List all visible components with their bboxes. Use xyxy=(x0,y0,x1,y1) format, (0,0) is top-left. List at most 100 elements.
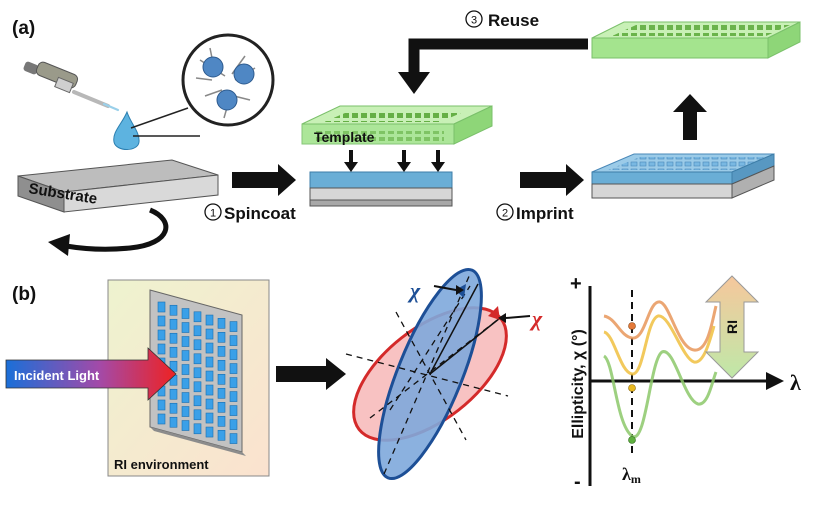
rotation-arrow-icon xyxy=(48,207,169,256)
output-arrow-icon xyxy=(276,358,346,390)
nanopillar xyxy=(181,420,190,431)
nanopillar xyxy=(217,402,226,413)
nanopillar xyxy=(193,423,202,435)
molecule-sphere xyxy=(216,89,238,111)
nanopillar xyxy=(217,360,226,371)
y-plus-label: + xyxy=(570,273,582,295)
pipette-icon xyxy=(23,61,120,112)
nanopillar xyxy=(181,406,190,417)
nanopillar xyxy=(217,416,226,427)
nanopillar xyxy=(157,329,166,341)
nanopillar xyxy=(217,346,226,357)
step-number-badge xyxy=(496,203,514,221)
nanopillar xyxy=(229,363,238,374)
chi-symbol-red: χ xyxy=(529,306,543,331)
chi-symbol-blue: χ xyxy=(407,278,421,303)
droplet-icon xyxy=(113,110,140,150)
nanopillar xyxy=(193,353,202,365)
reuse-arrow-icon xyxy=(398,38,588,94)
nanopillar xyxy=(205,412,214,424)
nanopillar xyxy=(181,336,190,347)
nanopillar xyxy=(157,315,166,327)
nanopillar xyxy=(229,335,238,346)
nanopillar xyxy=(169,304,178,316)
nanopillar xyxy=(217,374,226,385)
nanopillar xyxy=(217,430,226,441)
nanopillar xyxy=(193,339,202,351)
substrate-block xyxy=(17,159,219,213)
nanopillar xyxy=(157,343,166,355)
lift-arrow-icon xyxy=(673,94,707,140)
y-axis-label: Ellipticity, χ (°) xyxy=(570,329,587,439)
step-2-label: Imprint xyxy=(516,204,574,223)
nanopillar xyxy=(205,384,214,396)
curve-marker-yellow xyxy=(628,384,636,392)
nanopillar xyxy=(157,399,166,411)
template-label: Template xyxy=(314,129,375,145)
step-2-number: 2 xyxy=(502,208,508,220)
y-minus-label: - xyxy=(574,471,581,493)
nanopillar xyxy=(229,321,238,332)
nanopillar xyxy=(217,332,226,343)
lambda-m-sub: m xyxy=(631,472,641,486)
step-1-label: Spincoat xyxy=(224,204,296,223)
panel-b-label: (b) xyxy=(12,284,36,305)
lambda-m-label: λm xyxy=(622,464,641,486)
nanopillar xyxy=(169,402,178,414)
nanopillar xyxy=(205,398,214,410)
lambda-m-main: λ xyxy=(622,464,631,484)
step-arrow-icon xyxy=(232,164,296,196)
nanopillar xyxy=(169,318,178,330)
metasurface xyxy=(149,289,246,456)
nanopillar xyxy=(193,325,202,337)
nanopillar xyxy=(229,391,238,402)
curve-yellow xyxy=(603,314,716,376)
nanopillar xyxy=(193,409,202,421)
molecule-sphere xyxy=(233,63,255,85)
nanopillar xyxy=(229,419,238,430)
ellipticity-plot: + - Ellipticity, χ (°) λ λm xyxy=(570,273,801,493)
curve-orange xyxy=(603,300,718,352)
incident-light-arrow xyxy=(5,347,177,401)
nanopillar xyxy=(193,381,202,393)
nanopillar xyxy=(169,332,178,344)
imprinted-substrate xyxy=(591,153,775,199)
nanopillar xyxy=(193,311,202,323)
panel-a-label: (a) xyxy=(12,18,35,39)
nanopillar xyxy=(193,395,202,407)
ri-label: RI xyxy=(724,320,740,334)
nanopillar xyxy=(205,342,214,354)
coated-substrate xyxy=(309,171,453,207)
nanopillar xyxy=(157,413,166,425)
polarization-ellipses xyxy=(345,267,531,481)
incident-light-label: Incident Light xyxy=(14,368,100,383)
nanopillar xyxy=(229,405,238,416)
step-number-badge xyxy=(465,10,483,28)
press-arrows xyxy=(344,150,445,172)
step-3-number: 3 xyxy=(471,15,477,27)
nanopillar xyxy=(181,364,190,375)
curve-green xyxy=(602,350,718,438)
x-axis-arrowhead xyxy=(766,372,784,390)
nanopillar xyxy=(205,314,214,326)
template-stamp xyxy=(301,105,493,145)
x-axis-label: λ xyxy=(790,370,801,395)
nanopillar xyxy=(181,392,190,403)
curve-marker-orange xyxy=(628,322,636,330)
nanopillar xyxy=(205,328,214,340)
step-number-badge xyxy=(204,203,222,221)
nanopillar xyxy=(217,388,226,399)
nanopillar xyxy=(229,433,238,444)
nanopillar xyxy=(229,349,238,360)
nanopillar xyxy=(181,350,190,361)
molecule-sphere xyxy=(202,56,224,78)
nanopillar xyxy=(181,308,190,319)
nanopillar xyxy=(193,367,202,379)
nanopillar xyxy=(205,426,214,438)
nanopillar xyxy=(181,322,190,333)
nanopillar xyxy=(205,356,214,368)
ri-environment-label: RI environment xyxy=(114,457,209,472)
nanopillar xyxy=(169,346,178,358)
nanopillar xyxy=(157,301,166,313)
